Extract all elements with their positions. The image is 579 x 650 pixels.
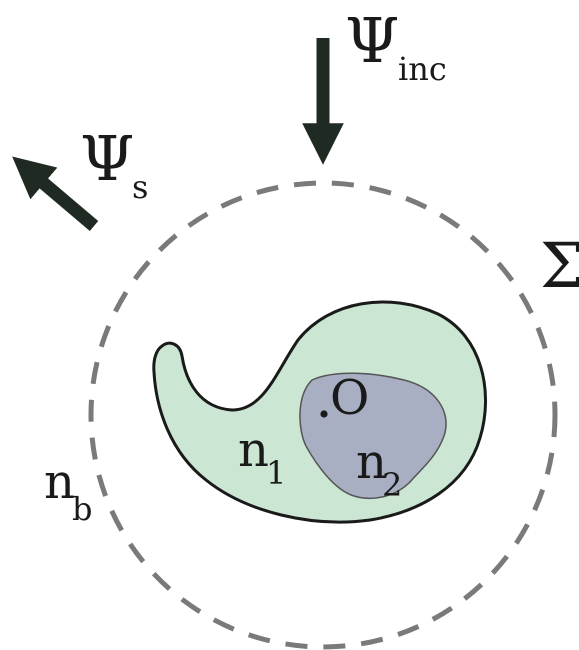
n1-subscript: 1 — [266, 454, 286, 492]
origin-point — [320, 410, 328, 418]
sigma-label: Σ — [540, 229, 579, 302]
n1-label: n — [238, 422, 269, 478]
scatterer-inner-region — [299, 372, 447, 500]
n2-subscript: 2 — [382, 466, 402, 504]
n2-label: n — [356, 434, 387, 490]
psi-inc-subscript: inc — [398, 50, 447, 88]
nb-subscript: b — [72, 490, 92, 528]
psi-inc-symbol: Ψ — [345, 4, 399, 77]
origin-label: O — [330, 370, 369, 426]
scattered-wave-arrow — [12, 156, 99, 231]
psi-s-subscript: s — [132, 168, 148, 206]
nb-label: n — [44, 454, 75, 510]
psi-s-symbol: Ψ — [80, 122, 134, 195]
boundary-sigma-circle — [88, 180, 558, 650]
